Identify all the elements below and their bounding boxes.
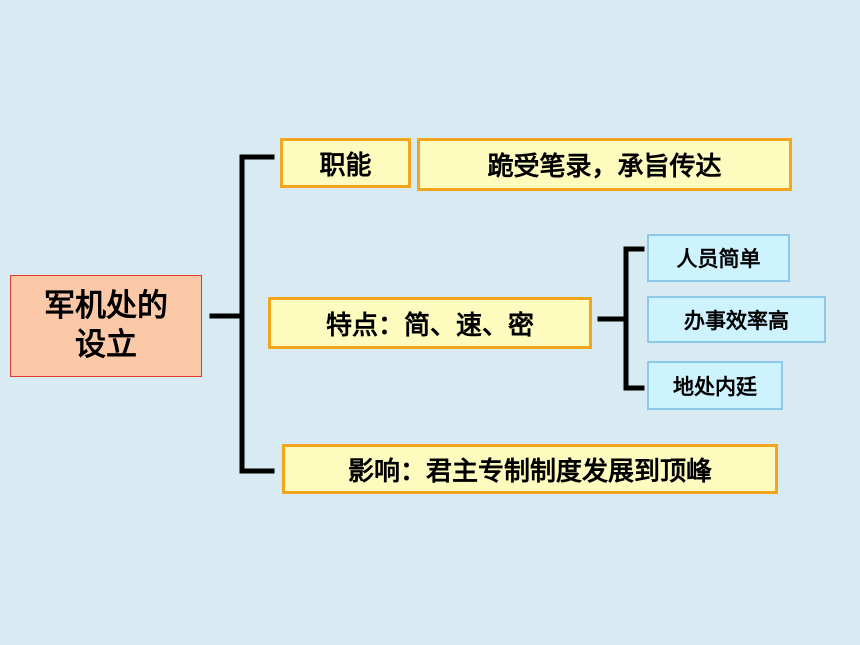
feature-item-box-1: 人员简单 [647, 234, 790, 282]
function-label: 职能 [319, 150, 372, 181]
feature-item-box-2: 办事效率高 [647, 296, 826, 343]
function-detail: 跪受笔录，承旨传达 [487, 152, 722, 182]
root-topic-box: 军机处的 设立 [10, 275, 202, 377]
influence-label: 影响：君主专制制度发展到顶峰 [347, 456, 712, 487]
root-topic-line2: 设立 [75, 327, 137, 363]
feature-item-label: 办事效率高 [684, 308, 789, 333]
features-box: 特点：简、速、密 [268, 297, 592, 349]
feature-item-label: 地处内廷 [673, 374, 757, 399]
sub-bracket [623, 246, 645, 391]
feature-item-label: 人员简单 [676, 247, 761, 271]
influence-box: 影响：君主专制制度发展到顶峰 [282, 444, 778, 494]
function-detail-box: 跪受笔录，承旨传达 [417, 138, 792, 191]
feature-item-box-3: 地处内廷 [647, 361, 783, 410]
main-bracket [239, 154, 275, 474]
root-topic-line1: 军机处的 [44, 288, 168, 325]
features-label: 特点：简、速、密 [325, 310, 534, 341]
function-label-box: 职能 [280, 138, 411, 188]
